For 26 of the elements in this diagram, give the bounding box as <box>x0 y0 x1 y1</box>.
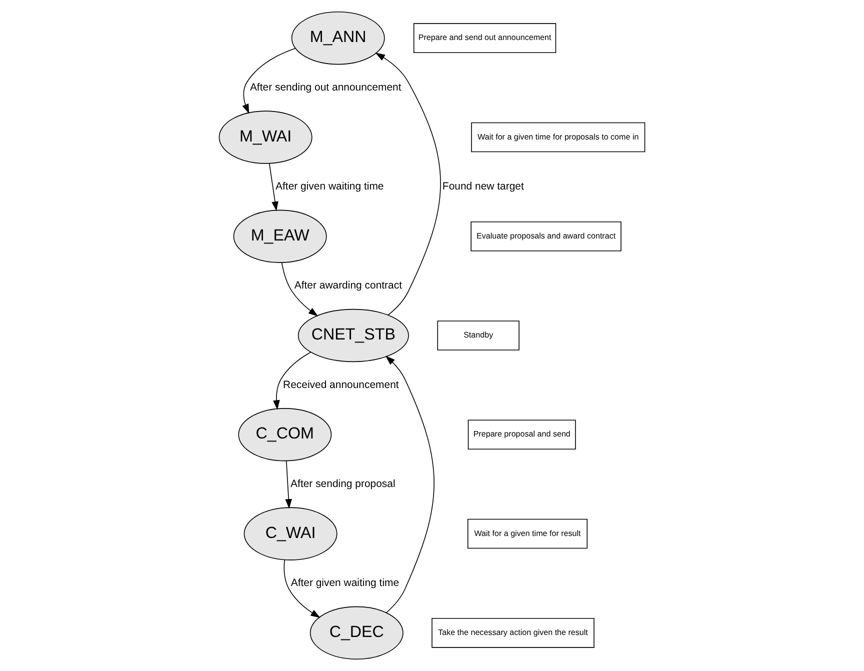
arrow <box>242 48 296 114</box>
node-ellipse: M_EAW <box>233 210 327 263</box>
arrow <box>281 262 318 316</box>
edge-label: After sending out announcement <box>250 82 402 94</box>
node-ellipse: C_COM <box>238 408 332 462</box>
arrow <box>285 460 292 509</box>
arrow <box>268 163 278 212</box>
node-ellipse: C_WAI <box>244 507 338 560</box>
arrow <box>284 560 320 618</box>
node-ellipse: M_WAI <box>218 110 312 164</box>
arrow <box>385 356 434 614</box>
edge-label: Received announcement <box>283 380 399 391</box>
edge-label: After given waiting time <box>276 182 384 193</box>
node-box: Prepare proposal and send <box>468 420 576 450</box>
node-box: Take the necessary action given the result <box>432 618 594 648</box>
edge-label: After awarding contract <box>294 280 402 292</box>
node-box: Wait for a given time for proposals to come in <box>471 122 646 152</box>
node-box: Prepare and send out announcement <box>413 23 556 53</box>
arrow <box>273 352 312 410</box>
edge-label: After given waiting time <box>290 578 400 590</box>
edge-label: Found new target <box>442 182 524 193</box>
edge-label: After sending proposal <box>290 478 396 490</box>
node-box: Standby <box>437 320 520 350</box>
arrow <box>375 52 441 316</box>
node-box: Wait for a given time for result <box>467 518 588 549</box>
node-box: Evaluate proposals and award contract <box>470 221 622 252</box>
